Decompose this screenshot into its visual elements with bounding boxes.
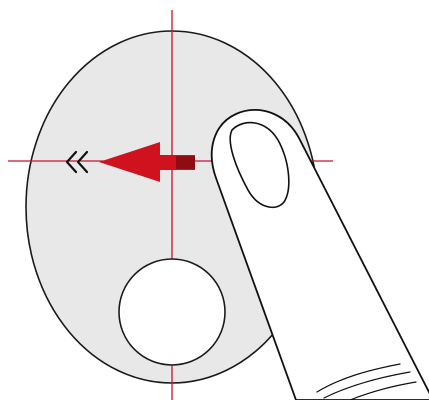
arrow-tail-shadow — [176, 156, 195, 169]
round-button — [119, 259, 225, 365]
